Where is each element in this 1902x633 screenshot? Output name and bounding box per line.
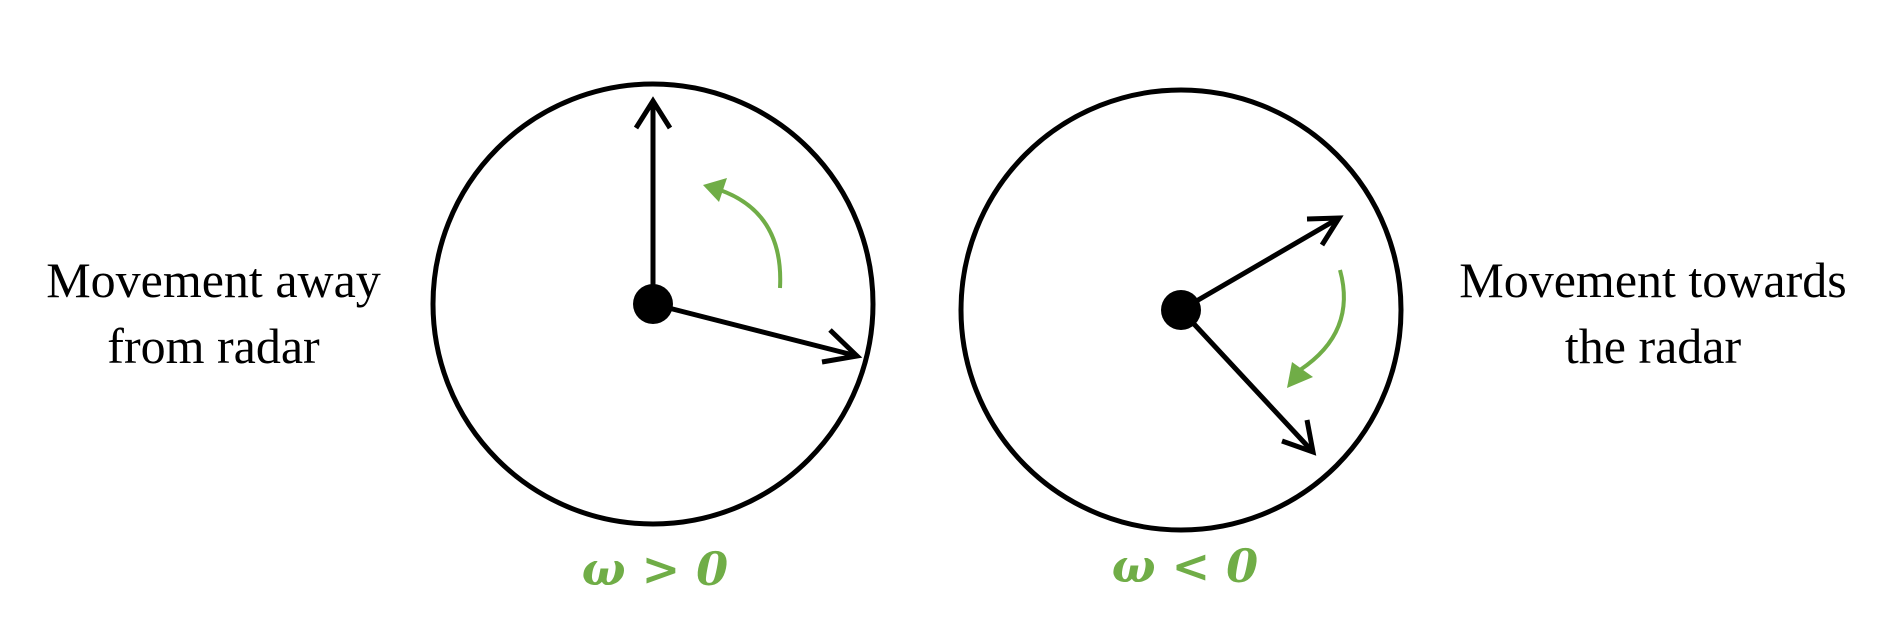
right-radar-center [1161,290,1201,330]
omega-negative-label: ω < 0 [1111,539,1259,593]
left-radar-center [633,284,673,324]
left-vertical-arrowhead [633,96,673,130]
right-description: Movement towards the radar [1428,247,1878,379]
right-description-line-2: the radar [1564,318,1742,374]
right-description-line-1: Movement towards [1459,252,1847,308]
left-rotation-arc [719,188,783,289]
left-rotated-arrowhead [821,328,863,365]
left-rotated-vector [652,301,858,359]
left-description: Movement away from radar [16,247,411,379]
omega-positive-label: ω > 0 [581,542,729,596]
right-lower-vector [1179,308,1315,454]
left-description-line-2: from radar [107,318,320,374]
right-radar-circle [958,87,1404,533]
left-radar-diagram [430,81,876,527]
right-radar-diagram [958,87,1404,533]
left-description-line-1: Movement away [46,252,381,308]
right-rotation-arrowhead [1287,362,1313,388]
left-radar-circle [430,81,876,527]
right-upper-vector [1179,215,1341,313]
left-rotation-arrowhead [703,178,727,202]
right-rotation-arc [1298,269,1346,372]
right-upper-arrowhead [1306,215,1344,247]
right-lower-arrowhead [1281,419,1317,456]
